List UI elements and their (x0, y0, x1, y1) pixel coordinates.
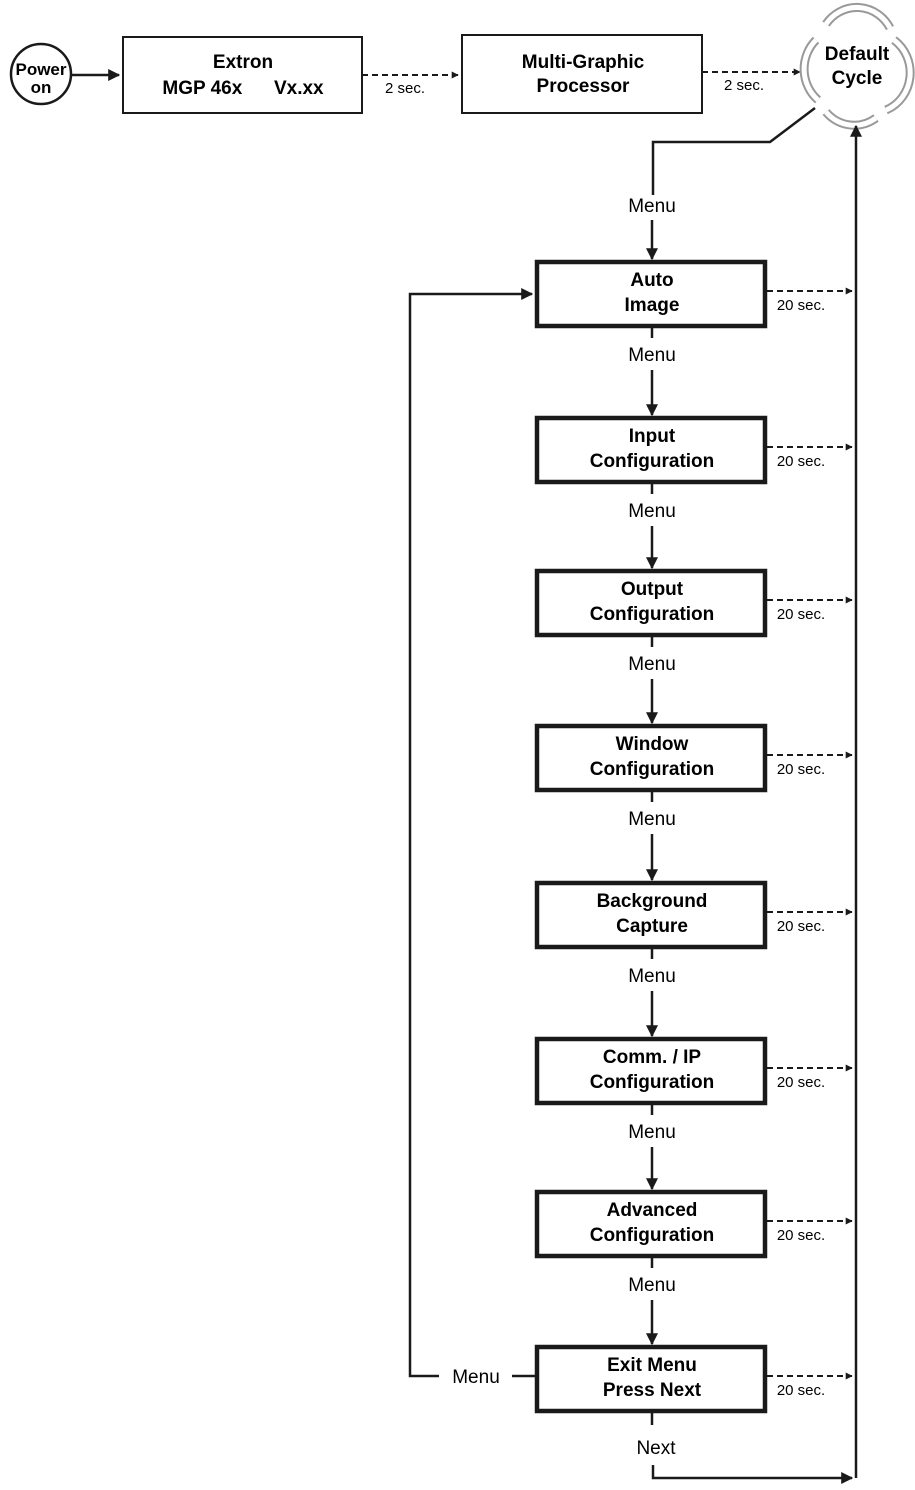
default-cycle-label-2: Cycle (832, 68, 883, 89)
menu-box-label-2-b: Configuration (590, 451, 715, 472)
menu-box-label-7-a: Advanced (607, 1200, 698, 1221)
menu-label-7: Menu (628, 1275, 676, 1296)
timeout-label-8: 20 sec. (777, 1382, 825, 1399)
next-label: Next (636, 1438, 676, 1459)
menu-label-5: Menu (628, 966, 676, 987)
menu-box-label-3-b: Configuration (590, 604, 715, 625)
timeout-label-5: 20 sec. (777, 918, 825, 935)
mgp-box-label-2: Processor (537, 76, 631, 97)
menu-box-label-4-b: Configuration (590, 759, 715, 780)
menu-box-label-1-a: Auto (630, 270, 673, 291)
mgp-box-label-1: Multi-Graphic (522, 52, 645, 73)
timeout-label-1: 20 sec. (777, 297, 825, 314)
menu-box-6: Comm. / IP Configuration (534, 1036, 768, 1106)
timeout-label-7: 20 sec. (777, 1227, 825, 1244)
menu-label-2: Menu (628, 501, 676, 522)
extron-box: Extron MGP 46x Vx.xx (122, 36, 363, 114)
multi-graphic-box: Multi-Graphic Processor (461, 34, 703, 114)
menu-box-label-2-a: Input (629, 426, 676, 447)
menu-box-label-8-b: Press Next (603, 1380, 702, 1401)
loop-exit-to-auto-image (408, 288, 534, 1378)
default-cycle-label-1: Default (825, 44, 890, 65)
timeout-label-4: 20 sec. (777, 761, 825, 778)
power-on-label-2: on (31, 78, 52, 97)
menu-box-label-5-b: Capture (616, 916, 688, 937)
power-on-node: Power on (9, 42, 73, 106)
timeout-label-6: 20 sec. (777, 1074, 825, 1091)
timeout-label-2: 20 sec. (777, 453, 825, 470)
menu-box-label-6-b: Configuration (590, 1072, 715, 1093)
loop-menu-label: Menu (452, 1367, 500, 1388)
extron-box-label-1: Extron (213, 52, 273, 73)
default-cycle-node: Default Cycle (799, 3, 915, 130)
cycle-to-menu-connector (651, 107, 816, 195)
menu-box-label-8-a: Exit Menu (607, 1355, 697, 1376)
extron-box-label-2: MGP 46x Vx.xx (162, 78, 324, 99)
menu-box-label-5-a: Background (597, 891, 708, 912)
menu-box-label-3-a: Output (621, 579, 684, 600)
timeout-label-3: 20 sec. (777, 606, 825, 623)
menu-box-label-6-a: Comm. / IP (603, 1047, 702, 1068)
menu-label-0: Menu (628, 196, 676, 217)
menu-box-label-1-b: Image (625, 295, 680, 316)
next-connector (651, 1465, 854, 1484)
power-on-label-1: Power (15, 60, 66, 79)
delay-label-2: 2 sec. (724, 77, 764, 94)
delay-label-1: 2 sec. (385, 80, 425, 97)
menu-box-label-7-b: Configuration (590, 1225, 715, 1246)
menu-label-1: Menu (628, 345, 676, 366)
menu-label-6: Menu (628, 1122, 676, 1143)
menu-label-3: Menu (628, 654, 676, 675)
menu-box-label-4-a: Window (616, 734, 689, 755)
menu-label-4: Menu (628, 809, 676, 830)
